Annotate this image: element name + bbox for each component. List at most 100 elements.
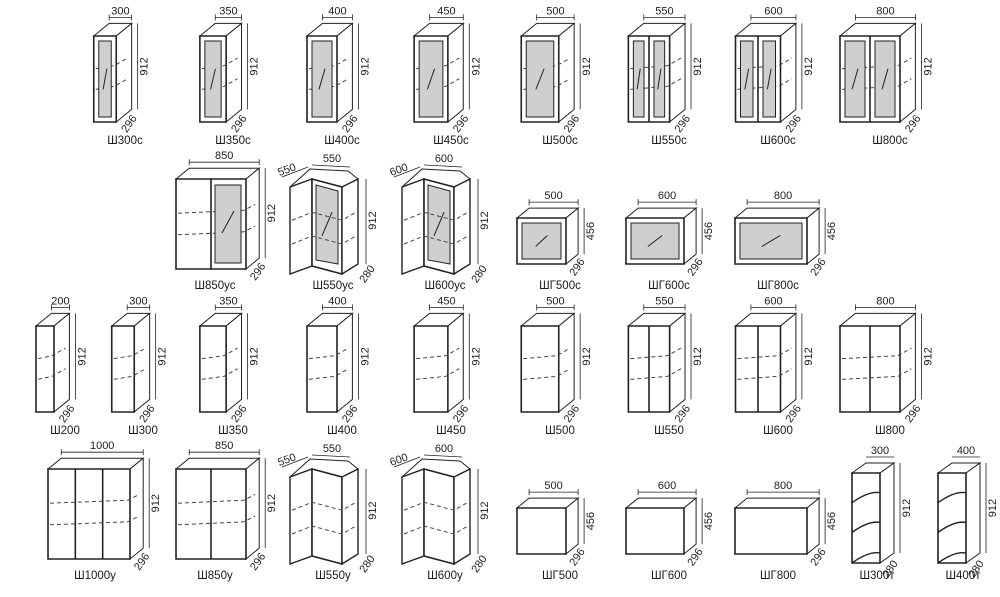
shelf-line: [113, 347, 146, 360]
width-label: 800: [774, 480, 792, 492]
cabinet-code-label: Ш800с: [872, 135, 908, 147]
cabinet-code-label: Ш400: [327, 425, 357, 437]
shelf-line: [177, 203, 256, 214]
cabinet-left-face: [401, 178, 425, 275]
width-label: 550: [323, 153, 341, 165]
height-label: 912: [359, 57, 371, 75]
shelf-curve: [937, 521, 967, 533]
cabinet-front: [734, 507, 808, 555]
cabinet-code-label: Ш600с: [760, 135, 796, 147]
cabinet-side: [899, 312, 916, 414]
height-label: 456: [585, 222, 597, 240]
cabinet-side: [669, 312, 686, 414]
width-label: 300: [871, 445, 889, 457]
shelf-line: [630, 78, 682, 90]
cabinet-side: [447, 22, 464, 124]
cabinet-top: [733, 207, 821, 219]
cabinet-code-label: ШГ600: [651, 570, 687, 582]
shelf-line: [737, 57, 793, 70]
cabinet-code-label: Ш300с: [107, 135, 143, 147]
shelf-line: [95, 57, 128, 70]
width-label: 500: [546, 5, 564, 17]
shelf-line: [291, 235, 357, 245]
cabinet-front: [199, 325, 227, 413]
cabinet-side: [780, 22, 797, 124]
shelf-line: [841, 78, 912, 90]
shelf-line: [841, 368, 912, 380]
shelf-line: [49, 515, 140, 526]
width-label: 600: [435, 443, 453, 455]
shelf-line: [403, 501, 469, 511]
height-label: 456: [703, 512, 715, 530]
height-label: 912: [803, 347, 815, 365]
shelf-line: [523, 57, 571, 70]
width-label: 500: [546, 295, 564, 307]
height-label: 912: [987, 499, 999, 517]
width-label: 850: [215, 440, 233, 452]
cabinet-code-label: ШГ600с: [648, 280, 690, 292]
height-label: 912: [76, 347, 88, 365]
width-label: 800: [876, 295, 894, 307]
width-label: 550: [323, 443, 341, 455]
cabinet-side: [336, 312, 353, 414]
width-label: 400: [328, 5, 346, 17]
shelf-curve: [937, 491, 967, 504]
cabinet-code-label: Ш600у: [427, 570, 463, 582]
height-label: 912: [922, 347, 934, 365]
cabinet-front: [625, 507, 685, 555]
cabinet-code-label: Ш600: [763, 425, 793, 437]
shelf-line: [201, 368, 238, 380]
width-label: 350: [219, 5, 237, 17]
shelf-line: [37, 347, 66, 360]
shelf-line: [177, 225, 256, 236]
shelf-curve: [937, 552, 967, 564]
cabinet-code-label: ШГ500: [542, 570, 578, 582]
height-label: 912: [581, 57, 593, 75]
height-label: 912: [692, 57, 704, 75]
shelf-line: [113, 368, 146, 380]
cabinet-code-label: Ш450: [436, 425, 466, 437]
width-label: 400: [957, 445, 975, 457]
height-label: 912: [150, 494, 162, 512]
cabinet-code-label: ШГ800с: [757, 280, 799, 292]
width-label: 300: [111, 5, 129, 17]
cabinet-side: [225, 22, 243, 124]
cabinet-code-label: Ш550у: [315, 570, 351, 582]
cabinet-code-label: Ш500: [545, 425, 575, 437]
cabinet-side: [245, 457, 260, 561]
height-label: 456: [703, 222, 715, 240]
width-label: 800: [876, 5, 894, 17]
cabinet-front: [306, 325, 338, 413]
cabinet-code-label: Ш200: [50, 425, 80, 437]
height-label: 912: [249, 347, 261, 365]
shelf-line: [523, 347, 571, 360]
width-label: 350: [219, 295, 237, 307]
cabinet-code-label: Ш550ус: [312, 280, 354, 292]
cabinet-front: [851, 472, 881, 564]
